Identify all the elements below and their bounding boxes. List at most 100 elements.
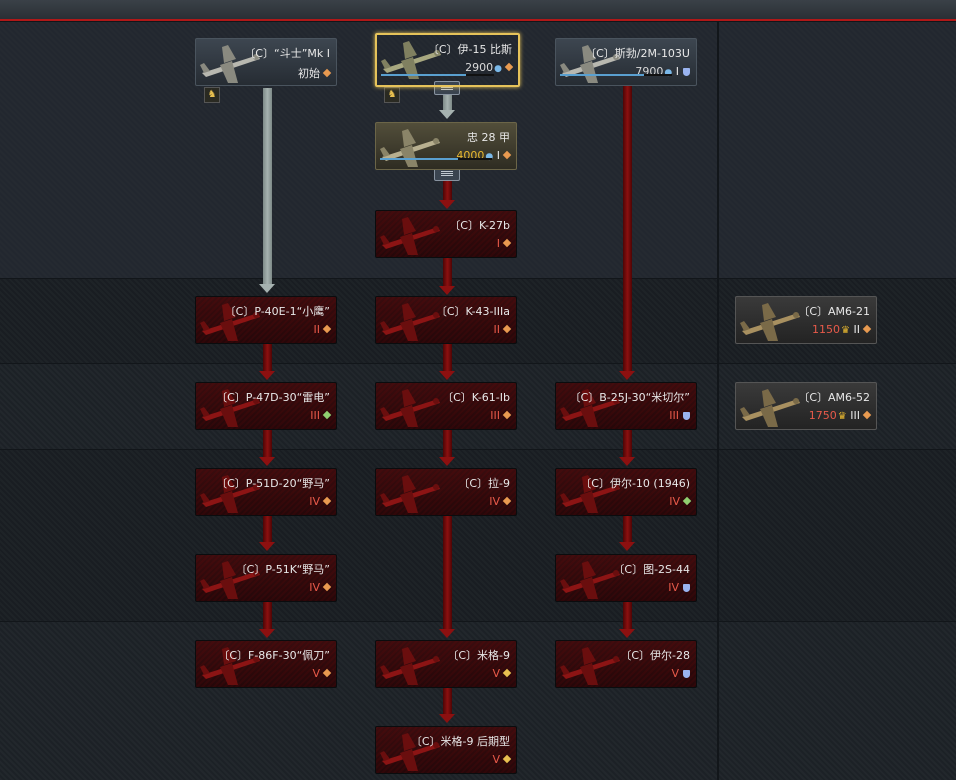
vehicle-name: 〔C〕伊尔-10 (1946) xyxy=(580,477,690,490)
aircraft-thumbnail-icon xyxy=(560,45,620,83)
vehicle-name: 〔C〕图-2S-44 xyxy=(613,563,690,576)
aircraft-thumbnail-icon xyxy=(560,475,620,513)
vehicle-name: 〔C〕米格-9 后期型 xyxy=(410,735,510,748)
research-arrow xyxy=(619,371,635,380)
vehicle-info: II xyxy=(493,323,512,336)
rank-band-5 xyxy=(0,621,956,780)
research-line xyxy=(623,516,632,544)
vehicle-info: V xyxy=(671,667,690,680)
top-bar xyxy=(0,0,956,21)
vehicle-cost: 1750 xyxy=(808,409,837,422)
vehicle-info: I xyxy=(496,237,512,250)
vehicle-rank: I xyxy=(675,65,679,78)
vehicle-name: 〔C〕伊尔-28 xyxy=(620,649,690,662)
aircraft-thumbnail-icon xyxy=(380,303,440,341)
diamond-badge-icon xyxy=(322,668,332,678)
vehicle-rank: IV xyxy=(309,581,320,594)
research-arrow xyxy=(439,286,455,295)
research-arrow xyxy=(259,371,275,380)
diamond-badge-icon xyxy=(502,668,512,678)
aircraft-thumbnail-icon xyxy=(380,217,440,255)
vehicle-info: IV xyxy=(309,581,332,594)
research-line xyxy=(443,516,452,631)
vehicle-rank: V xyxy=(312,667,320,680)
vehicle-card-b25[interactable]: 〔C〕B-25J-30“米切尔”III xyxy=(555,382,697,430)
shield-icon xyxy=(683,68,690,76)
research-arrow xyxy=(619,629,635,638)
research-line xyxy=(263,430,272,459)
golden-eagles-icon: ♛ xyxy=(837,411,847,422)
vehicle-rank: IV xyxy=(489,495,500,508)
vehicle-name: 〔C〕K-43-IIIa xyxy=(435,305,510,318)
diamond-badge-icon xyxy=(322,496,332,506)
vehicle-card-p51k[interactable]: 〔C〕P-51K“野马”IV xyxy=(195,554,337,602)
vehicle-name: 〔C〕F-86F-30“佩刀” xyxy=(218,649,330,662)
research-arrow xyxy=(439,714,455,723)
vehicle-card-f86[interactable]: 〔C〕F-86F-30“佩刀” V xyxy=(195,640,337,688)
research-arrow xyxy=(439,200,455,209)
research-points-icon: ● xyxy=(494,64,502,74)
research-arrow xyxy=(259,542,275,551)
vehicle-info: 2900● xyxy=(465,61,514,74)
research-arrow xyxy=(259,284,275,293)
vehicle-card-p47[interactable]: 〔C〕P-47D-30“雷电”III xyxy=(195,382,337,430)
vehicle-info: IV xyxy=(668,581,690,594)
vehicle-info: IV xyxy=(309,495,332,508)
aircraft-thumbnail-icon xyxy=(380,647,440,685)
research-arrow xyxy=(439,629,455,638)
research-points-icon: ● xyxy=(485,152,494,162)
vehicle-name: 〔C〕P-40E-1“小鹰” xyxy=(224,305,330,318)
diamond-badge-icon xyxy=(682,496,692,506)
vehicle-info: IV xyxy=(669,495,692,508)
vehicle-rank: V xyxy=(492,667,500,680)
vehicle-info: II xyxy=(314,323,332,336)
vehicle-rank: II xyxy=(493,323,501,336)
aircraft-thumbnail-icon xyxy=(380,389,440,427)
vehicle-name: 〔C〕P-47D-30“雷电” xyxy=(216,391,330,404)
vehicle-card-p51d[interactable]: 〔C〕P-51D-20“野马”IV xyxy=(195,468,337,516)
aircraft-thumbnail-icon xyxy=(560,561,620,599)
research-line xyxy=(623,86,632,373)
vehicle-card-p40[interactable]: 〔C〕P-40E-1“小鹰” II xyxy=(195,296,337,344)
aircraft-thumbnail-icon xyxy=(200,647,260,685)
vehicle-name: 〔C〕“斗士”Mk I xyxy=(244,47,330,60)
diamond-badge-icon xyxy=(502,324,512,334)
research-arrow xyxy=(439,457,455,466)
research-arrow xyxy=(259,629,275,638)
research-line xyxy=(263,344,272,373)
rank-band-3 xyxy=(0,363,956,450)
vehicle-info: 1750♛ III xyxy=(808,409,872,422)
vehicle-info: IV xyxy=(489,495,512,508)
crew-slot-icon[interactable]: ♞ xyxy=(204,87,220,103)
research-points-icon: ● xyxy=(664,68,673,78)
research-line xyxy=(443,258,452,288)
crew-slot-icon[interactable]: ♞ xyxy=(384,87,400,103)
vehicle-rank: I xyxy=(496,149,500,162)
vehicle-info: 7900● I xyxy=(635,65,690,78)
vehicle-rank: I xyxy=(496,237,500,250)
research-line xyxy=(263,602,272,631)
aircraft-thumbnail-icon xyxy=(380,475,440,513)
diamond-badge-icon xyxy=(504,62,514,72)
shield-icon xyxy=(683,670,690,678)
vehicle-cost: 1150 xyxy=(812,323,841,336)
research-line xyxy=(443,344,452,373)
aircraft-thumbnail-icon xyxy=(380,129,440,167)
research-progress-bar xyxy=(560,74,672,76)
vehicle-cost: 4000 xyxy=(456,149,485,162)
vehicle-card-il10[interactable]: 〔C〕伊尔-10 (1946) IV xyxy=(555,468,697,516)
